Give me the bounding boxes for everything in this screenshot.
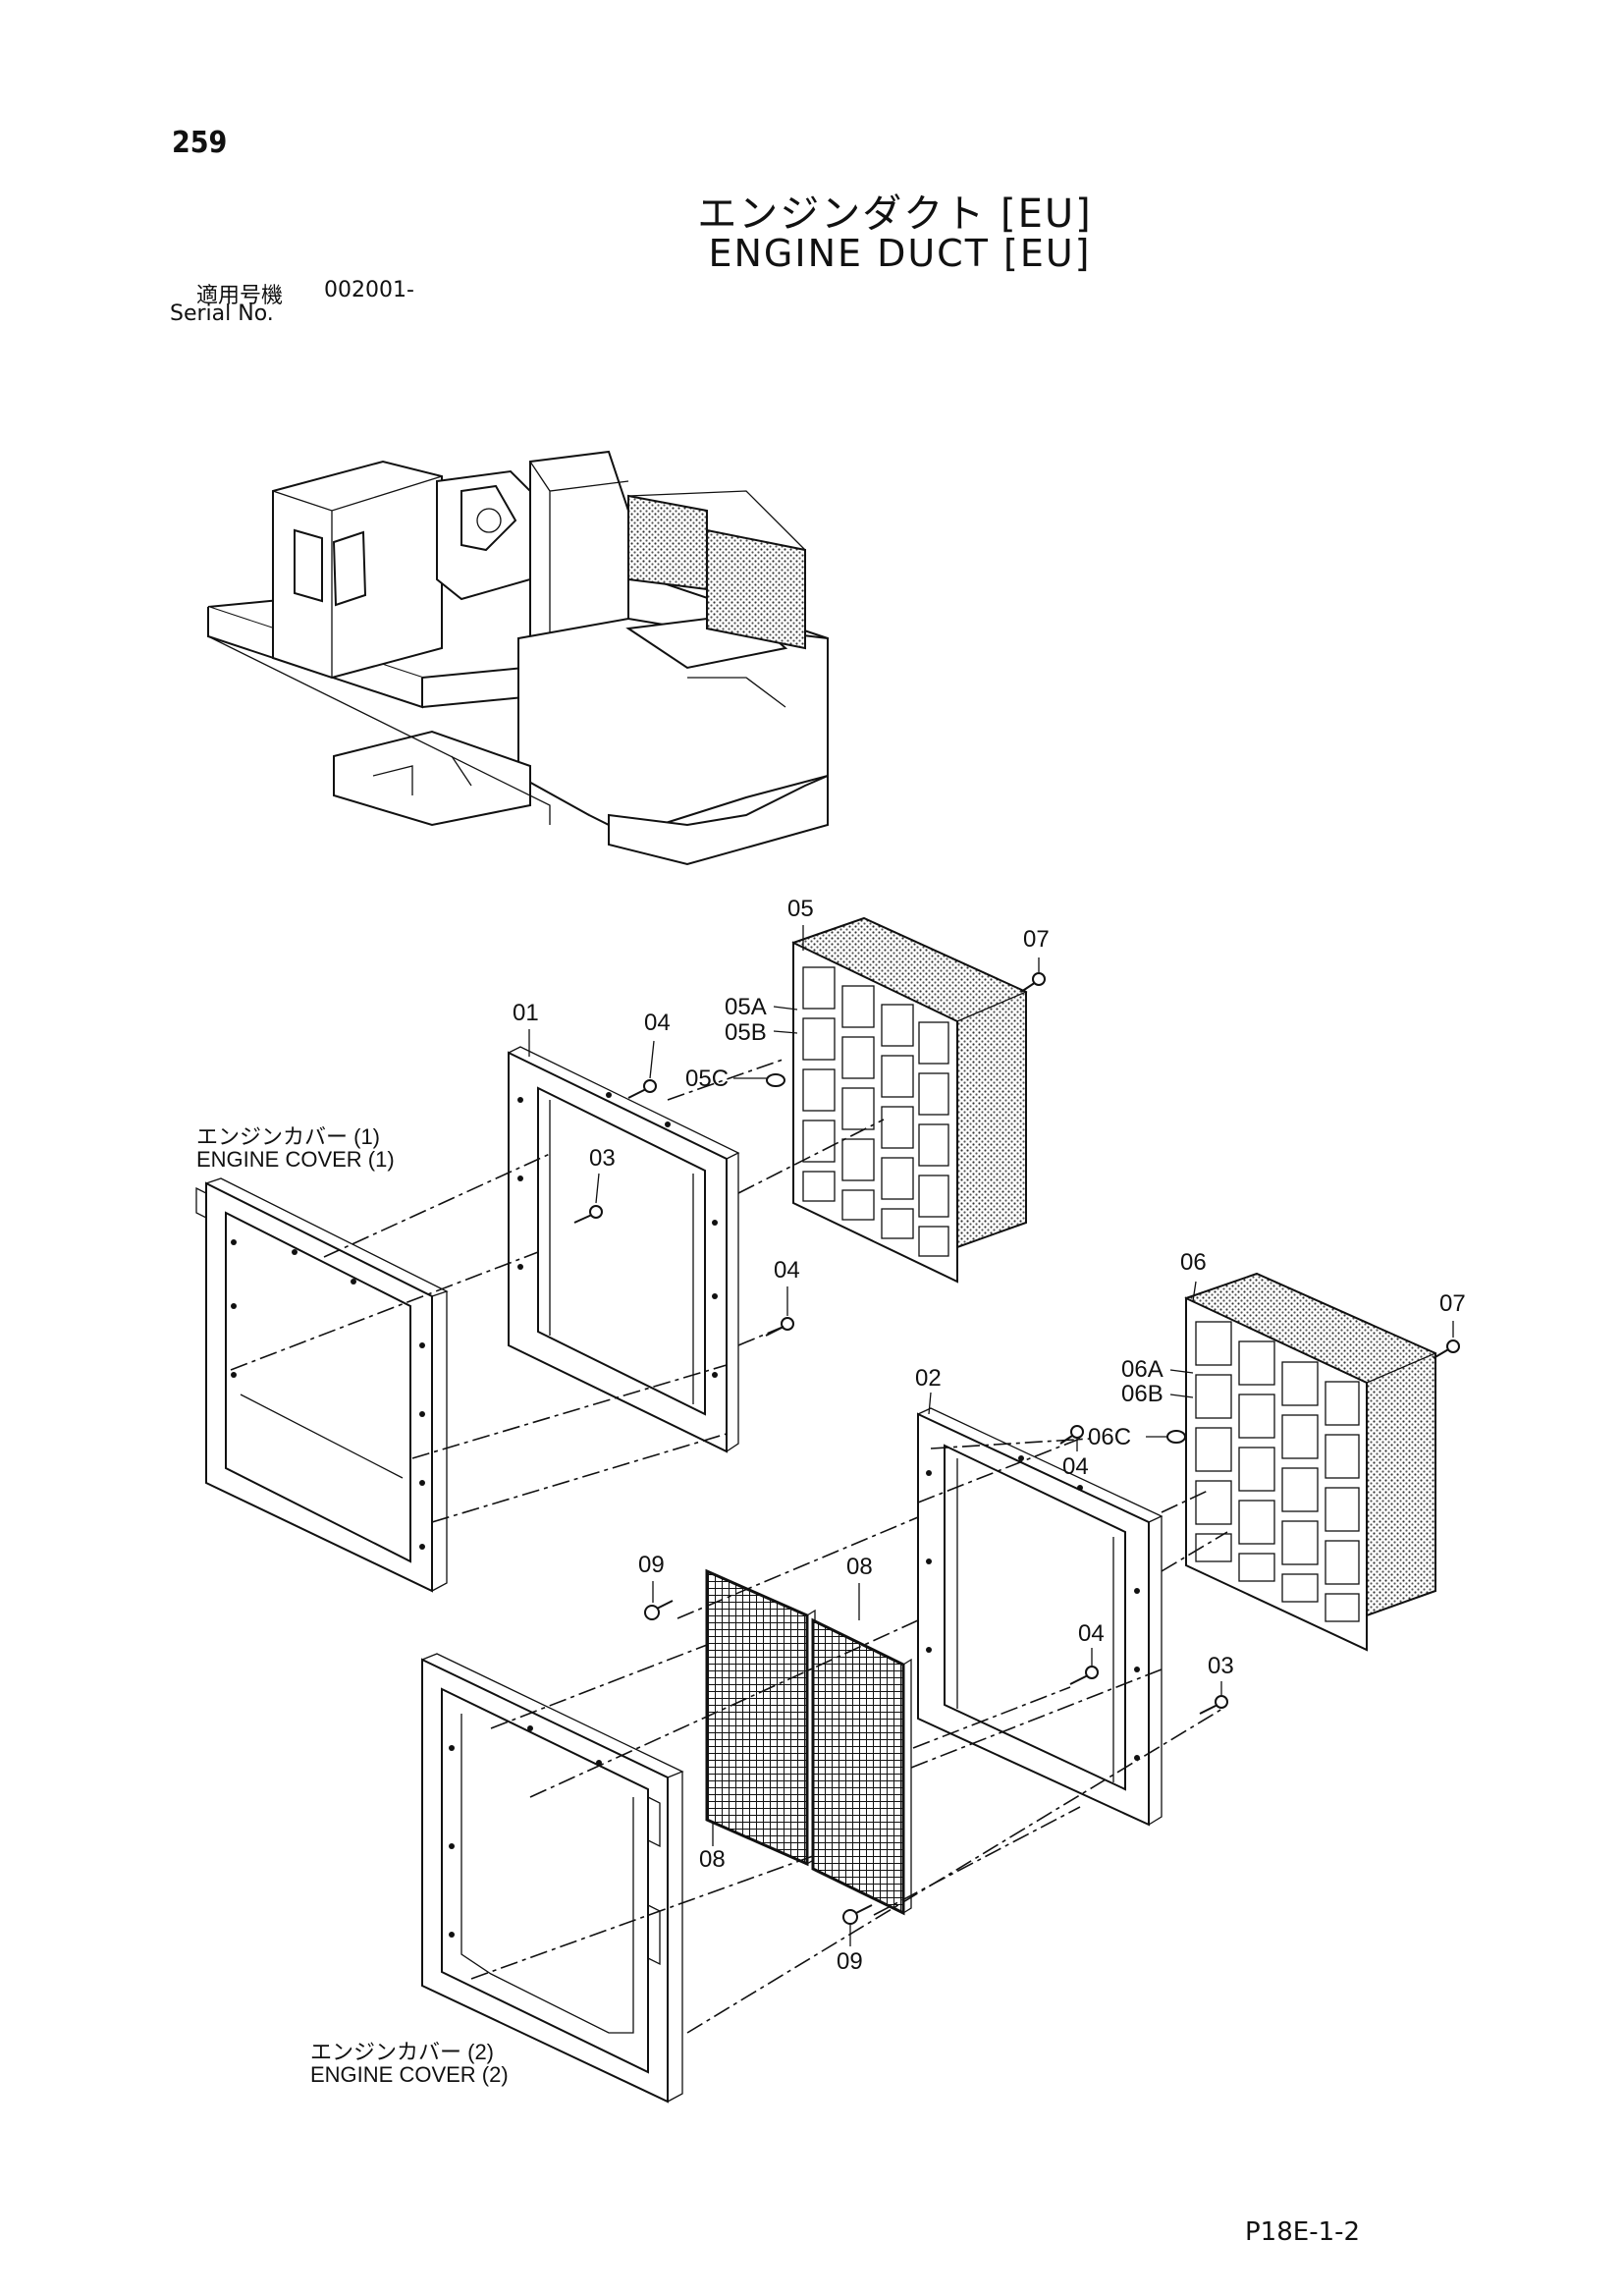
engine-cover-2-frame	[421, 1653, 684, 2104]
bolt-icons	[573, 972, 1460, 1925]
callout-06: 06	[1180, 1249, 1207, 1276]
page-code: P18E-1-2	[1245, 2217, 1361, 2247]
callout-06C: 06C	[1088, 1424, 1132, 1450]
engine-cover-2-label-japanese: エンジンカバー (2)	[310, 2040, 495, 2064]
callout-09-upper: 09	[638, 1552, 665, 1578]
callout-04-lower: 04	[1078, 1620, 1105, 1647]
serial-label-english: Serial No.	[170, 301, 274, 326]
callout-02: 02	[915, 1365, 942, 1392]
page-title-japanese: エンジンダクト [EU]	[697, 191, 1093, 237]
callout-05A: 05A	[725, 994, 767, 1020]
callout-01: 01	[513, 1000, 539, 1026]
duct-box-05	[791, 916, 1028, 1284]
callout-06A: 06A	[1121, 1356, 1163, 1383]
machine-overview-illustration	[207, 450, 829, 866]
serial-number-value: 002001-	[324, 278, 414, 302]
filter-screen-08-left	[705, 1568, 816, 1867]
callout-03-right: 03	[1208, 1653, 1234, 1679]
callout-09-lower: 09	[837, 1948, 863, 1975]
page-number: 259	[172, 126, 228, 160]
callout-05C: 05C	[685, 1066, 730, 1092]
callout-08-right: 08	[846, 1554, 873, 1580]
engine-cover-1-label-japanese: エンジンカバー (1)	[196, 1124, 381, 1149]
callout-leader-lines	[528, 925, 1454, 1946]
filter-screen-08-right	[811, 1617, 912, 1916]
engine-cover-1-label-english: ENGINE COVER (1)	[196, 1147, 395, 1172]
engine-cover-2-label-english: ENGINE COVER (2)	[310, 2062, 509, 2087]
duct-frame-01	[508, 1046, 740, 1453]
serial-label-japanese: 適用号機	[196, 284, 284, 308]
callout-07-upper: 07	[1023, 926, 1050, 953]
callout-07-lower: 07	[1439, 1290, 1466, 1317]
duct-box-06	[1184, 1272, 1437, 1652]
duct-frame-02	[917, 1407, 1163, 1827]
callout-05: 05	[787, 896, 814, 922]
callout-04-upper: 04	[644, 1010, 671, 1036]
callout-04-upper-right: 04	[1062, 1453, 1089, 1480]
assembly-phantom-lines	[230, 1058, 1228, 2034]
page-title-english: ENGINE DUCT [EU]	[708, 232, 1092, 275]
callout-04-middle: 04	[774, 1257, 800, 1284]
callout-03-left: 03	[589, 1145, 616, 1172]
callout-08-left: 08	[699, 1846, 726, 1873]
callout-06B: 06B	[1121, 1381, 1163, 1407]
engine-cover-1-frame	[195, 1177, 449, 1593]
callout-05B: 05B	[725, 1019, 767, 1046]
